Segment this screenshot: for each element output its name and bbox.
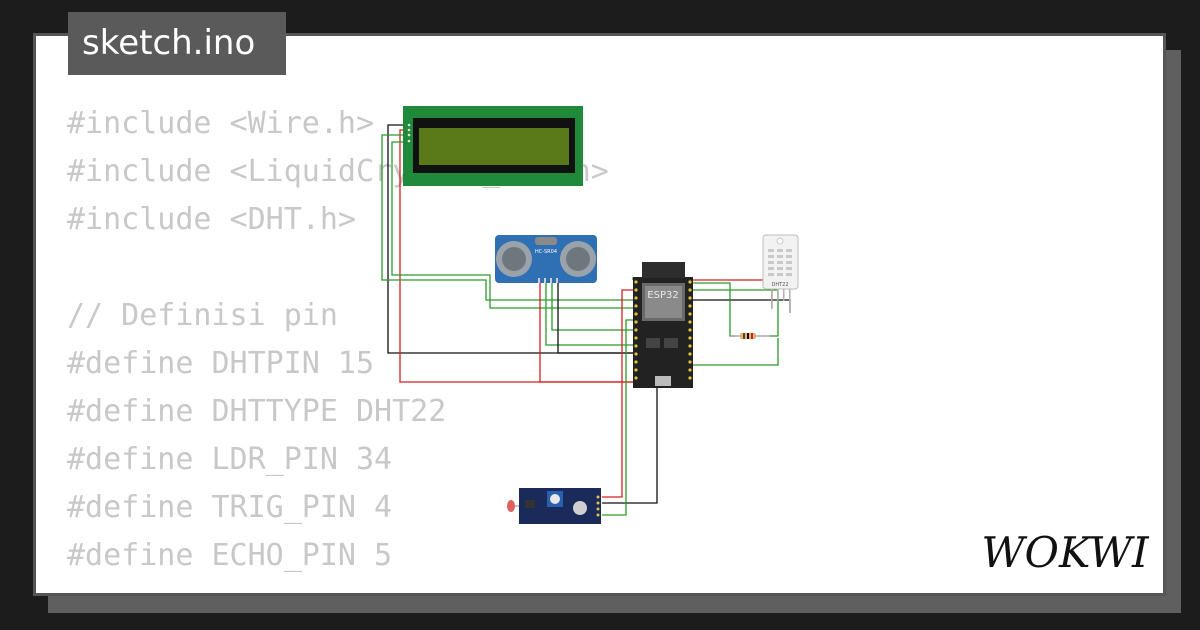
code-line: #include <DHT.h> [67,202,356,237]
code-line: #include <Wire.h> [67,106,375,141]
lcd-display[interactable] [403,106,583,186]
wire-red-dht-vcc [693,279,773,308]
wire-green-us-echo [551,282,633,331]
code-line: #define TRIG_PIN 4 [67,490,393,525]
wire-green-us-trig [545,282,633,346]
wire-green-dht-data [693,289,779,337]
dht-label: DHT22 [771,282,788,288]
ultrasonic-sensor[interactable]: HC-SR04 [495,235,597,283]
ultrasonic-label: HC-SR04 [535,249,557,255]
wire-black-dht-gnd [693,299,791,313]
code-line: #define LDR_PIN 34 [67,442,393,477]
wire-red-ldr-vcc [602,289,633,498]
wire-green-ldr-ao [602,319,633,516]
code-line: // Definisi pin [67,298,338,333]
wire-green-lcd-scl [391,141,633,309]
code-line: #define ECHO_PIN 5 [67,538,393,573]
code-line: #define DHTTYPE DHT22 [67,394,447,429]
wire-black-us-gnd [557,282,633,354]
file-tab[interactable]: sketch.ino [68,12,286,75]
dht22-sensor[interactable]: DHT22 [762,234,799,313]
brand-name: WOKWI [981,528,1150,577]
esp32-pins [634,280,692,380]
mcu-label: ESP32 [647,290,678,301]
resistor[interactable] [730,333,770,339]
esp32-board[interactable]: ESP32 [633,262,693,388]
code-line: #define DHTPIN 15 [67,346,375,381]
ldr-module[interactable] [507,488,601,524]
wire-red-us-vcc [539,282,633,383]
wire-black-lcd-gnd [387,124,633,354]
wire-green-esp-right [693,338,779,366]
wire-green-lcd-sda [381,134,633,301]
wire-black-ldr-gnd [602,388,658,504]
wokwi-logo: WOKWI [981,528,1150,577]
wire-green-resistor [693,282,735,337]
